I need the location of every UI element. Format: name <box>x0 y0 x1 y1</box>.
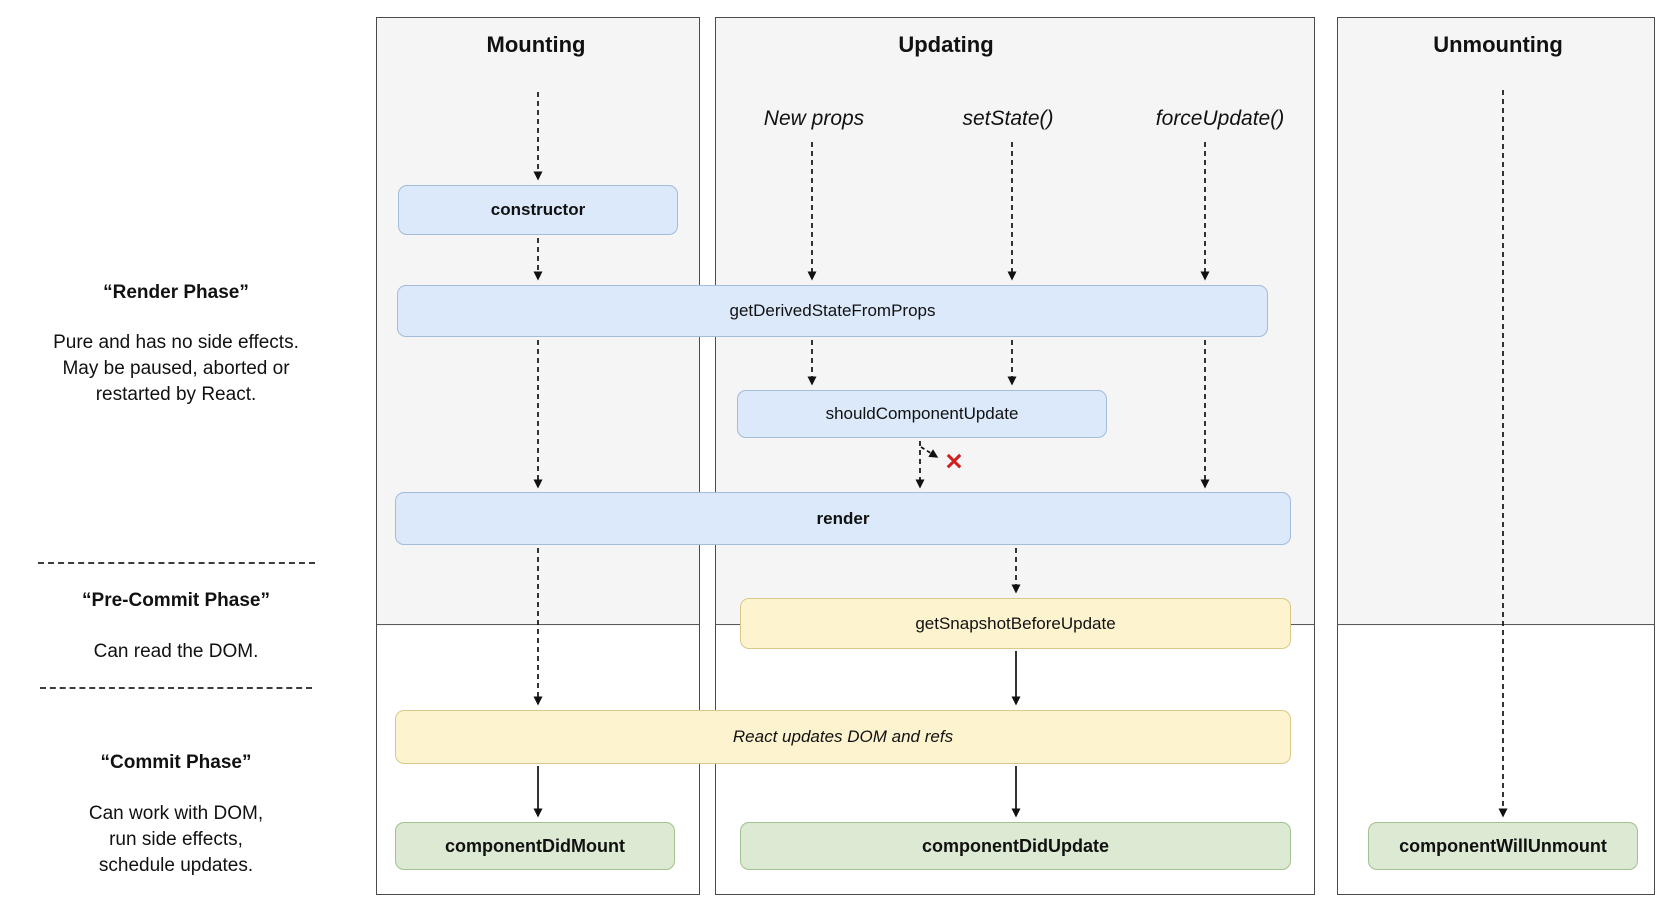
commit-phase-line: run side effects, <box>109 829 243 850</box>
unmounting-column <box>1337 17 1655 895</box>
updating-column-title: Updating <box>898 32 994 57</box>
node-component-did-update: componentDidUpdate <box>740 822 1291 870</box>
pre-commit-phase-title: “Pre-Commit Phase” <box>82 590 270 611</box>
trigger-set-state: setState() <box>962 107 1054 130</box>
trigger-force-update: forceUpdate() <box>1155 107 1285 130</box>
node-render: render <box>395 492 1291 545</box>
render-phase-line: restarted by React. <box>95 384 257 405</box>
commit-phase-line: Can work with DOM, <box>88 803 264 824</box>
render-phase-note: “Render Phase” Pure and has no side effe… <box>16 280 336 408</box>
unmounting-column-title: Unmounting <box>1433 32 1563 57</box>
node-component-will-unmount: componentWillUnmount <box>1368 822 1638 870</box>
commit-boundary-line <box>1338 624 1654 625</box>
render-phase-line: May be paused, aborted or <box>62 358 290 379</box>
node-component-did-mount: componentDidMount <box>395 822 675 870</box>
pre-commit-phase-note: “Pre-Commit Phase” Can read the DOM. <box>16 588 336 665</box>
node-get-derived-state-from-props: getDerivedStateFromProps <box>397 285 1268 337</box>
phase-divider <box>40 687 312 689</box>
render-phase-line: Pure and has no side effects. <box>53 332 299 353</box>
node-should-component-update: shouldComponentUpdate <box>737 390 1107 438</box>
render-phase-title: “Render Phase” <box>103 282 249 303</box>
update-cancelled-x-icon: ✕ <box>944 448 964 475</box>
mounting-column-title: Mounting <box>486 32 586 57</box>
commit-phase-title: “Commit Phase” <box>100 752 252 773</box>
node-get-snapshot-before-update: getSnapshotBeforeUpdate <box>740 598 1291 649</box>
commit-phase-note: “Commit Phase” Can work with DOM, run si… <box>16 750 336 879</box>
pre-commit-phase-line: Can read the DOM. <box>93 641 259 662</box>
node-react-updates-dom: React updates DOM and refs <box>395 710 1291 764</box>
commit-phase-line: schedule updates. <box>98 855 254 876</box>
phase-divider <box>38 562 315 564</box>
arrow-shouldupdate-false-branch <box>920 446 939 458</box>
trigger-new-props: New props <box>763 107 865 130</box>
node-constructor: constructor <box>398 185 678 235</box>
